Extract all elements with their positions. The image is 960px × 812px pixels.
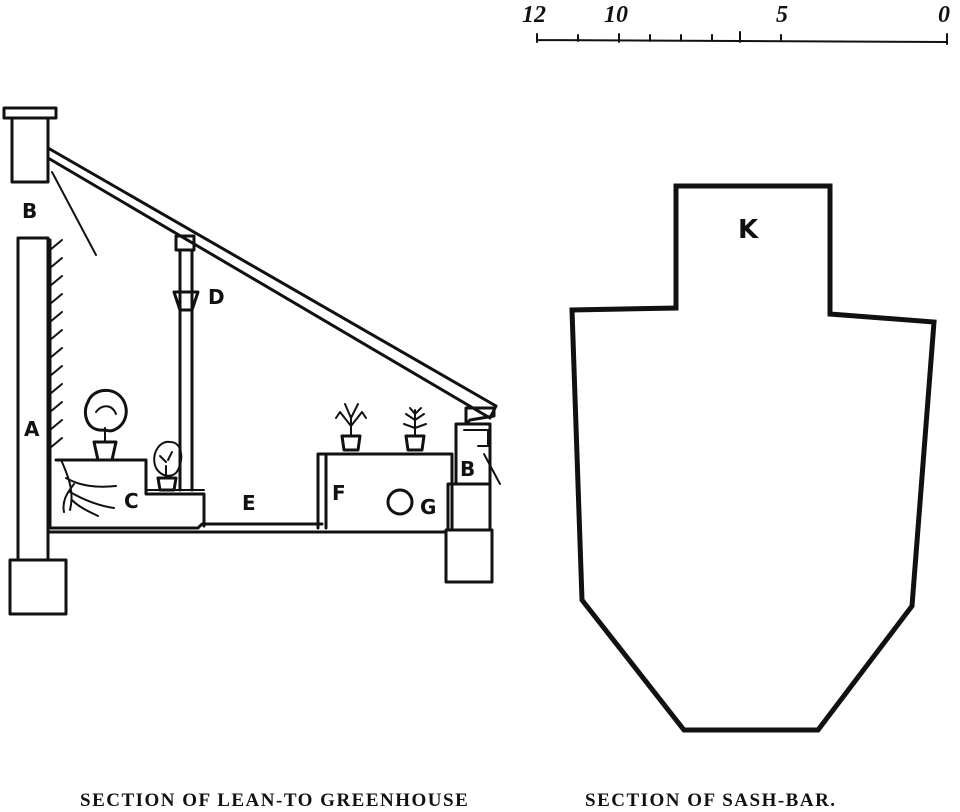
wall-foundation: [8, 558, 68, 616]
label-D: D: [208, 285, 225, 309]
pillar-head: [174, 234, 196, 252]
plant-foliage-small: [153, 440, 183, 479]
pillar-shaft: [178, 248, 194, 492]
plant-pot-stage-2: [404, 434, 426, 452]
scale-line: [536, 31, 948, 45]
sashbar-outline: [569, 183, 937, 733]
plant-pot-stage-1: [340, 434, 362, 452]
caption-greenhouse: SECTION OF LEAN-TO GREENHOUSE: [80, 790, 469, 811]
front-wall-lower: [446, 482, 492, 532]
scale-tick-10: 10: [604, 2, 628, 28]
wall-trellis-hatch: [49, 239, 63, 449]
border-bed: [54, 458, 206, 528]
plant-foliage-inner: [95, 405, 117, 415]
label-E: E: [242, 491, 256, 515]
roof-glass: [46, 146, 498, 420]
front-stage: [316, 452, 454, 530]
caption-sashbar: SECTION OF SASH-BAR.: [585, 790, 837, 811]
vent-flap: [51, 171, 97, 256]
scale-tick-0: 0: [938, 2, 950, 28]
hot-water-pipe: [386, 488, 414, 516]
plant-pot-small: [156, 476, 178, 492]
back-wall: [16, 236, 50, 562]
label-K: K: [738, 215, 759, 245]
plant-foliage-large: [83, 388, 128, 433]
floor-line: [46, 522, 448, 534]
front-vent-flap: [483, 453, 501, 485]
front-sill: [464, 406, 496, 426]
front-gutter: [463, 429, 489, 447]
scale-bar: 12 10 5 0: [522, 2, 950, 45]
label-G: G: [420, 495, 436, 519]
plant-roots: [61, 461, 117, 517]
upper-wall-block: [10, 116, 50, 184]
label-A: A: [24, 417, 40, 441]
pillar-bracket: [172, 290, 200, 312]
plant-foliage-stage-2: [403, 407, 427, 437]
label-F: F: [332, 481, 346, 505]
front-foundation: [444, 528, 494, 584]
plant-foliage-stage-1: [335, 403, 367, 437]
scale-tick-12: 12: [522, 2, 546, 28]
greenhouse-section: B A C D E F G B: [2, 106, 501, 616]
label-C: C: [124, 489, 139, 513]
plant-pot-large: [92, 440, 118, 462]
label-B-side: B: [460, 457, 475, 481]
scale-tick-5: 5: [776, 2, 788, 28]
sashbar-section: K: [569, 183, 937, 733]
label-B-top: B: [22, 199, 37, 223]
